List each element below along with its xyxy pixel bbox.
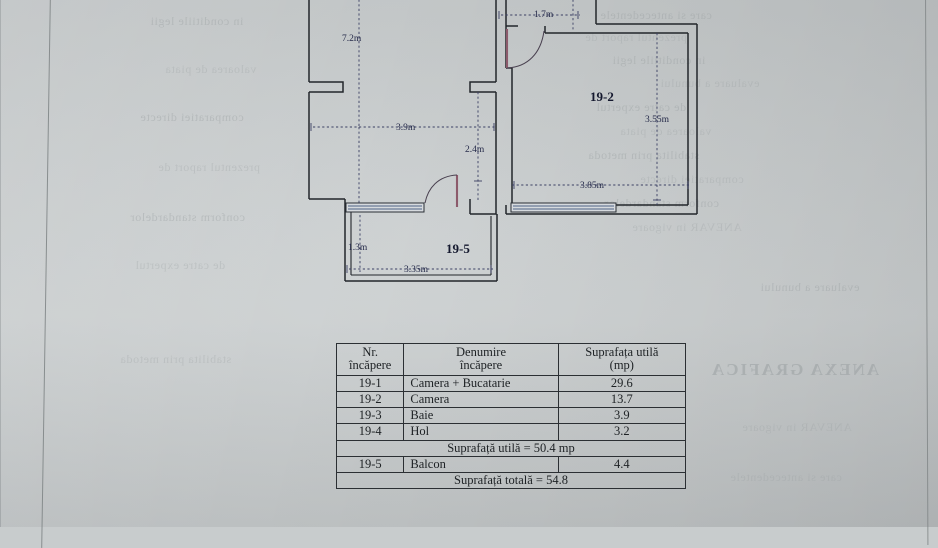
header-nr-incapere: Nr. încăpere [335, 343, 405, 376]
cell-suprafata-totala: Suprafață totală = 54.8 [336, 471, 686, 490]
cell-denumire: Baie [403, 406, 559, 425]
room-label-19-2: 19-2 [590, 89, 614, 104]
cell-nr: 19-4 [335, 423, 405, 441]
dim-label-2-4m: 2.4m [465, 145, 485, 155]
ghost-line: care si antecedentele [730, 470, 842, 484]
header-sup-line2: (mp) [609, 358, 634, 373]
dim-label-3-35m: 3.35m [404, 265, 429, 275]
dim-label-1-7m: 1.7m [534, 10, 554, 20]
ghost-line: stabilita prin metoda [120, 352, 232, 366]
header-den-line2: încăpere [459, 358, 503, 373]
table-row: 19-1 Camera + Bucatarie 29.6 [335, 374, 687, 392]
dim-label-3-9m: 3.9m [396, 123, 416, 133]
dim-label-7-2m: 7.2m [342, 34, 362, 44]
table-header-row: Nr. încăpere Denumire încăpere Suprafața… [335, 343, 687, 376]
header-nr-line1: Nr. [362, 345, 379, 359]
dim-label-3-85m: 3.85m [580, 181, 605, 191]
cell-suprafata: 4.4 [557, 455, 687, 474]
cell-suprafata: 29.6 [557, 374, 687, 392]
cell-nr: 19-5 [335, 455, 405, 474]
cell-denumire: Hol [403, 423, 559, 441]
cell-nr: 19-3 [335, 406, 405, 425]
dim-label-1-3m: 1.3m [348, 243, 368, 253]
wall-stub-inner [469, 81, 496, 93]
cell-denumire: Camera [403, 390, 559, 409]
cell-suprafata: 3.9 [557, 406, 687, 425]
cell-denumire: Balcon [403, 455, 559, 474]
window-balcony [345, 202, 425, 213]
table-row: 19-3 Baie 3.9 [335, 406, 687, 425]
table-total-row: Suprafață totală = 54.8 [336, 471, 686, 490]
door-balcony [424, 174, 459, 207]
room-schedule-table: Nr. încăpere Denumire încăpere Suprafața… [335, 343, 687, 490]
header-denumire-incapere: Denumire încăpere [403, 343, 559, 376]
room-label-19-5: 19-5 [446, 241, 470, 256]
floor-plan-drawing: .wall { fill:none; stroke:#22262b; strok… [308, 0, 698, 282]
dim-label-3-55m: 3.55m [645, 115, 670, 125]
table-subtotal-row: Suprafață utilă = 50.4 mp [336, 439, 686, 457]
page-edge-outer-line [0, 0, 1, 527]
cell-suprafata: 3.2 [557, 423, 687, 441]
table-row-balcony: 19-5 Balcon 4.4 [335, 455, 687, 474]
cell-suprafata-utila-total: Suprafață utilă = 50.4 mp [336, 439, 686, 457]
ghost-line: ANEVAR in vigoare [742, 420, 852, 434]
cell-suprafata: 13.7 [557, 390, 687, 409]
table-row: 19-4 Hol 3.2 [335, 423, 687, 441]
door-room-192 [505, 29, 545, 69]
header-nr-line2: încăpere [349, 358, 392, 373]
wall-stub-left [309, 81, 344, 93]
header-suprafata-utila: Suprafața utilă (mp) [557, 343, 687, 376]
wall-hall-bottom [470, 199, 497, 215]
header-den-line1: Denumire [456, 345, 507, 359]
window-room-192 [510, 202, 617, 213]
cell-nr: 19-2 [335, 390, 405, 409]
header-sup-line1: Suprafața utilă [585, 345, 659, 359]
ghost-heading: ANEXA GRAFICA [710, 360, 880, 379]
cell-nr: 19-1 [335, 374, 405, 392]
table-row: 19-2 Camera 13.7 [335, 390, 687, 409]
cell-denumire: Camera + Bucatarie [403, 374, 559, 392]
